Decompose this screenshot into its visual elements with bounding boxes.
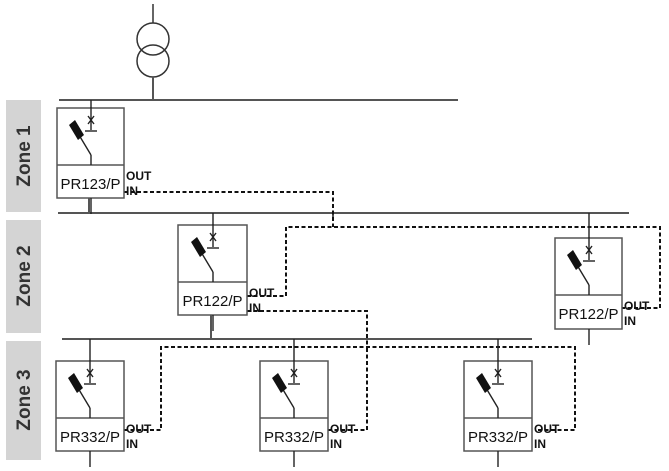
out-terminal-label: OUT: [126, 169, 152, 183]
transformer-icon: [136, 4, 170, 100]
breaker-model-label: PR122/P: [558, 306, 618, 323]
switch-blade-icon: [272, 373, 295, 418]
in-terminal-label: IN: [249, 301, 261, 315]
link-z3a-out: [124, 346, 576, 431]
breaker-model-label: PR122/P: [182, 293, 242, 310]
in-terminal-label: IN: [126, 437, 138, 451]
in-terminal-label: IN: [126, 184, 138, 198]
breaker-model-label: PR123/P: [60, 176, 120, 193]
disconnector-x-icon: [492, 368, 504, 385]
disconnector-x-icon: [583, 245, 595, 262]
link-z1-in: [124, 191, 334, 227]
switch-blade-icon: [191, 237, 214, 282]
out-terminal-label: OUT: [534, 422, 560, 436]
link-z2left-out: [247, 226, 661, 309]
disconnector-x-icon: [207, 232, 219, 249]
breaker-model-label: PR332/P: [264, 429, 324, 446]
disconnector-x-icon: [288, 368, 300, 385]
switch-blade-icon: [476, 373, 499, 418]
zone-label-2: Zone 2: [6, 220, 41, 333]
zone-label-3-text: Zone 3: [14, 369, 35, 430]
in-terminal-label: IN: [534, 437, 546, 451]
out-terminal-label: OUT: [249, 286, 275, 300]
zone-label-2-text: Zone 2: [14, 245, 35, 306]
disconnector-x-icon: [84, 368, 96, 385]
switch-blade-icon: [68, 373, 91, 418]
zone-label-1-text: Zone 1: [14, 125, 35, 187]
zone-label-3: Zone 3: [6, 341, 41, 460]
breaker-model-label: PR332/P: [60, 429, 120, 446]
out-terminal-label: OUT: [624, 299, 650, 313]
link-z3b-out: [328, 347, 368, 431]
link-z2left-in: [247, 310, 368, 347]
signal-wiring: [124, 191, 661, 431]
breaker-model-label: PR332/P: [468, 429, 528, 446]
out-terminal-label: OUT: [330, 422, 356, 436]
out-terminal-label: OUT: [126, 422, 152, 436]
in-terminal-label: IN: [624, 314, 636, 328]
switch-blade-icon: [567, 250, 590, 295]
in-terminal-label: IN: [330, 437, 342, 451]
switch-blade-icon: [69, 120, 92, 165]
zone-label-1: Zone 1: [6, 100, 41, 212]
disconnector-x-icon: [85, 115, 97, 132]
